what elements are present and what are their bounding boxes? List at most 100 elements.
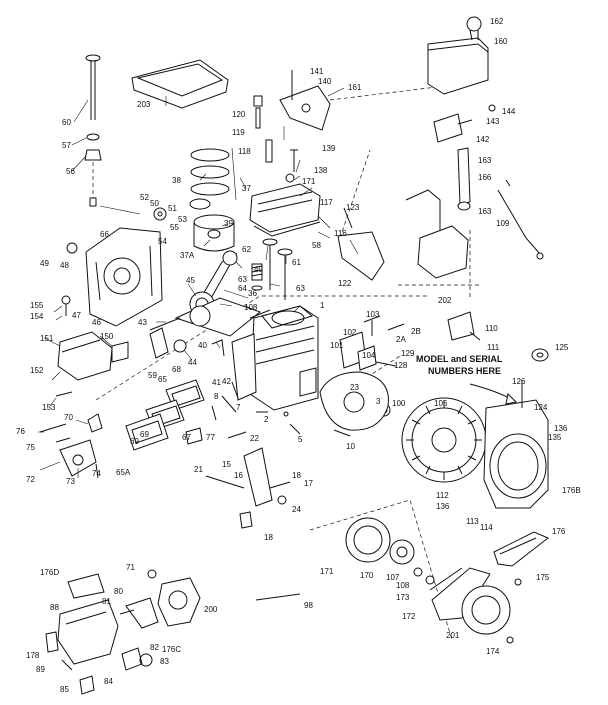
- label-84: 84: [104, 677, 113, 686]
- label-53: 53: [178, 215, 187, 224]
- crankshaft: [149, 297, 271, 337]
- label-144: 144: [502, 107, 516, 116]
- label-66: 66: [100, 230, 109, 239]
- label-43: 43: [138, 318, 147, 327]
- label-38: 38: [172, 176, 181, 185]
- label-136b: 136: [436, 502, 450, 511]
- label-8: 8: [214, 392, 219, 401]
- label-161a: 161: [348, 83, 362, 92]
- label-76: 76: [16, 427, 25, 436]
- label-139: 139: [322, 144, 336, 153]
- label-178: 178: [26, 651, 40, 660]
- label-49: 49: [40, 259, 49, 268]
- label-136a: 136: [554, 424, 568, 433]
- label-174: 174: [486, 647, 500, 656]
- label-18a: 18: [292, 471, 301, 480]
- label-171: 171: [320, 567, 334, 576]
- label-202: 202: [438, 296, 452, 305]
- label-46: 46: [92, 318, 101, 327]
- label-163b: 163: [478, 207, 492, 216]
- label-23: 23: [350, 383, 359, 392]
- label-73: 73: [66, 477, 75, 486]
- label-106: 106: [434, 399, 448, 408]
- label-2a: 2A: [396, 335, 406, 344]
- label-75: 75: [26, 443, 35, 452]
- label-117: 117: [320, 198, 333, 207]
- label-150: 150: [100, 332, 114, 341]
- label-176: 176: [552, 527, 566, 536]
- label-72: 72: [26, 475, 35, 484]
- label-65: 65: [158, 375, 167, 384]
- note-line-1: MODEL and SERIAL: [416, 354, 503, 364]
- label-69: 69: [140, 430, 149, 439]
- label-10: 10: [346, 442, 355, 451]
- label-52: 52: [140, 193, 149, 202]
- label-37: 37: [242, 184, 251, 193]
- label-40b: 40: [198, 341, 207, 350]
- control-bracket: [337, 207, 385, 281]
- label-154: 154: [30, 312, 44, 321]
- carburetor: [125, 569, 301, 629]
- label-121: 171: [302, 177, 316, 186]
- label-70: 70: [64, 413, 73, 422]
- label-128: 128: [394, 361, 408, 370]
- linkage-parts: [39, 413, 103, 479]
- label-113: 113: [466, 517, 479, 526]
- label-120: 120: [232, 110, 246, 119]
- label-100: 100: [392, 399, 406, 408]
- label-162: 162: [490, 17, 504, 26]
- label-85: 85: [60, 685, 69, 694]
- label-98: 98: [304, 601, 313, 610]
- label-175: 175: [536, 573, 550, 582]
- label-108: 108: [244, 303, 258, 312]
- model-serial-arrow: [469, 383, 518, 405]
- label-3: 3: [376, 397, 381, 406]
- label-58: 58: [312, 241, 321, 250]
- label-143: 143: [486, 117, 500, 126]
- label-7: 7: [236, 403, 241, 412]
- backplate: [319, 371, 389, 431]
- starter-parts: [345, 517, 549, 644]
- label-15: 15: [222, 460, 231, 469]
- label-55: 55: [170, 223, 179, 232]
- air-cleaner-cover: [131, 59, 229, 109]
- model-serial-note: MODEL and SERIAL NUMBERS HERE: [416, 354, 503, 376]
- label-21: 21: [194, 465, 203, 474]
- governor-assembly: [149, 327, 225, 359]
- label-108b: 108: [396, 581, 410, 590]
- label-42: 42: [222, 377, 231, 386]
- label-151: 151: [40, 334, 54, 343]
- part-labels: 60 57 56 203 52 50 51 53 55 54 66 49 48 …: [16, 17, 581, 694]
- grommet: [531, 348, 549, 362]
- label-119: 119: [232, 128, 245, 137]
- label-41: 41: [212, 378, 221, 387]
- label-39: 39: [224, 219, 233, 228]
- label-114: 114: [480, 523, 493, 532]
- label-36: 36: [248, 289, 257, 298]
- label-88: 88: [50, 603, 59, 612]
- label-201: 201: [446, 631, 460, 640]
- label-5: 5: [298, 435, 303, 444]
- label-18b: 18: [264, 533, 273, 542]
- label-116: 116: [334, 229, 347, 238]
- label-24: 24: [292, 505, 301, 514]
- fuel-tank: [427, 16, 489, 95]
- label-129: 129: [401, 349, 415, 358]
- flywheel: [401, 397, 487, 483]
- label-155: 155: [30, 301, 44, 310]
- fuel-line-filter: [433, 104, 496, 211]
- label-50: 50: [150, 199, 159, 208]
- label-2: 2: [264, 415, 269, 424]
- label-110: 110: [485, 324, 498, 333]
- air-cleaner-base: [45, 573, 153, 695]
- blower-housing: [483, 380, 549, 509]
- label-170: 170: [360, 571, 374, 580]
- label-17: 17: [304, 479, 313, 488]
- label-60: 60: [62, 118, 71, 127]
- label-163a: 163: [478, 156, 492, 165]
- label-112: 112: [436, 491, 449, 500]
- label-1: 1: [320, 301, 325, 310]
- label-153: 153: [42, 403, 56, 412]
- label-166: 166: [478, 173, 492, 182]
